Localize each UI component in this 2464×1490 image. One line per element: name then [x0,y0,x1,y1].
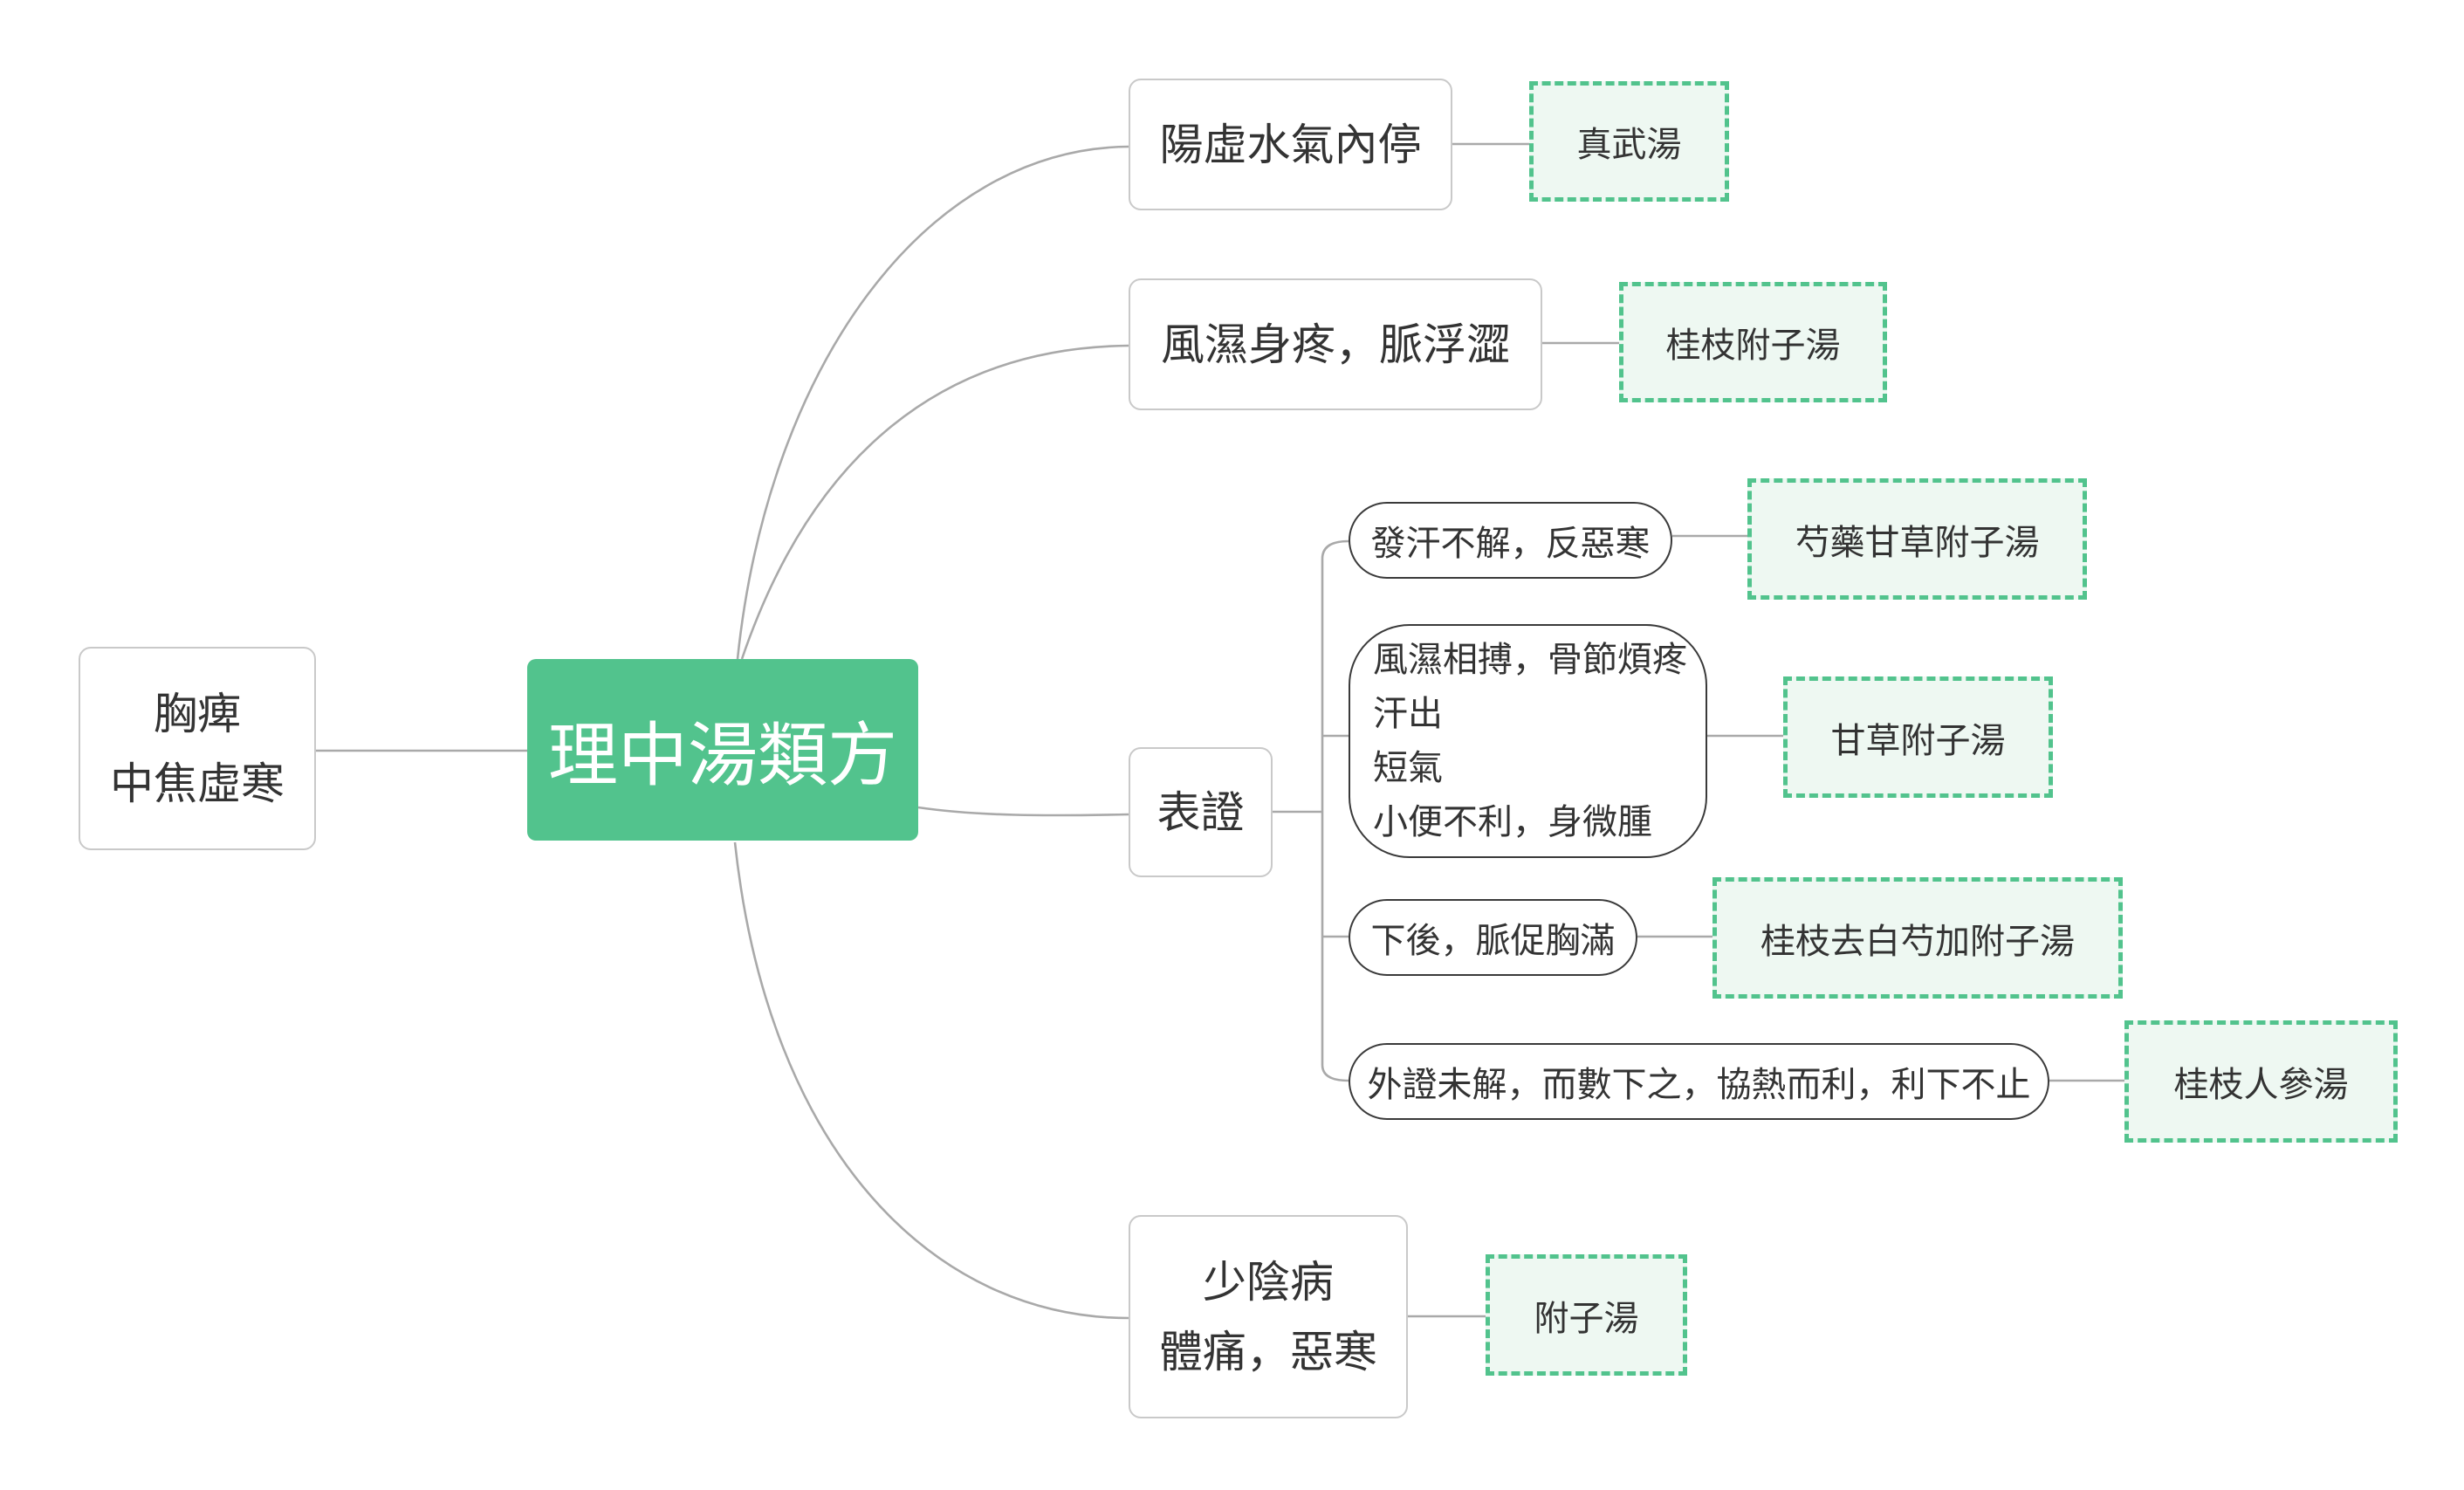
connector-branch-2 [740,344,1129,660]
branch-topic-1[interactable]: 陽虛水氣內停 [1129,79,1452,210]
left-topic[interactable]: 胸痺 中焦虛寒 [79,647,316,850]
sub-formula-3[interactable]: 桂枝去白芍加附子湯 [1712,877,2123,999]
branch-topic-3[interactable]: 表證 [1129,747,1273,877]
formula-2[interactable]: 桂枝附子湯 [1619,282,1887,402]
connector-branch-4 [733,841,1129,1320]
sub-item-2[interactable]: 風濕相搏，骨節煩疼 汗出 短氣 小便不利，身微腫 [1349,624,1707,858]
sub-item-3[interactable]: 下後，脈促胸滿 [1349,899,1637,976]
connector-bracket [1321,539,1349,1082]
connector-branch-3 [917,806,1129,817]
branch-topic-4[interactable]: 少陰病 體痛，惡寒 [1129,1215,1408,1418]
connector-branch-1 [736,145,1129,660]
branch-topic-2[interactable]: 風濕身疼，脈浮澀 [1129,278,1542,410]
central-topic[interactable]: 理中湯類方 [527,659,918,841]
sub-item-4[interactable]: 外證未解，而數下之，協熱而利，利下不止 [1349,1043,2049,1120]
sub-formula-1[interactable]: 芍藥甘草附子湯 [1747,478,2087,600]
sub-formula-4[interactable]: 桂枝人參湯 [2124,1020,2398,1143]
formula-1[interactable]: 真武湯 [1529,81,1729,202]
sub-formula-2[interactable]: 甘草附子湯 [1783,676,2053,798]
sub-item-1[interactable]: 發汗不解，反惡寒 [1349,502,1672,579]
formula-4[interactable]: 附子湯 [1486,1254,1687,1376]
